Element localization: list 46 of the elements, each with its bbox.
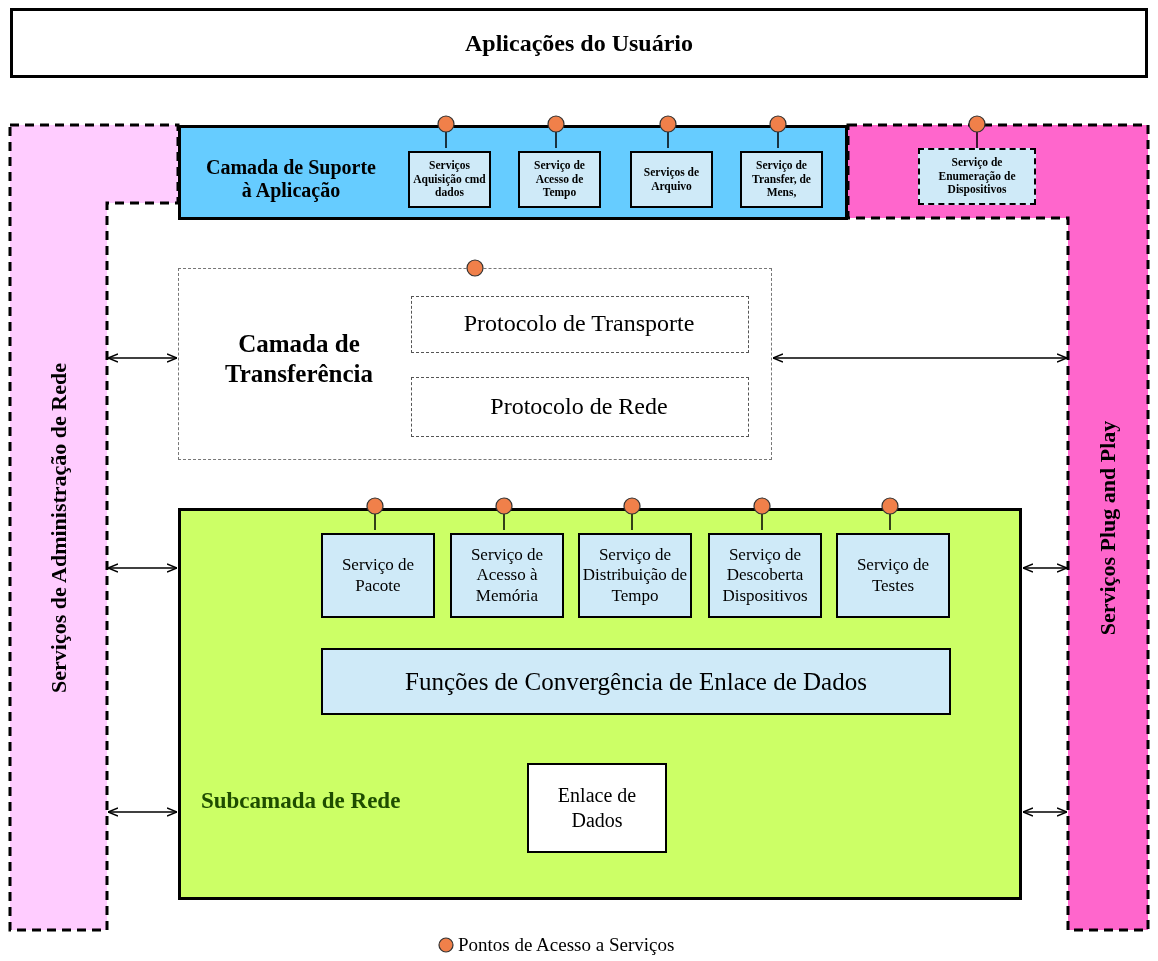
service-label: Serviços de Arquivo bbox=[642, 165, 701, 194]
double-arrow bbox=[1022, 563, 1068, 573]
band-title: Serviços Plug and Play bbox=[1095, 420, 1121, 635]
layer-title: Subcamada de Rede bbox=[201, 788, 401, 814]
service-box bbox=[708, 533, 822, 618]
service-box bbox=[321, 533, 435, 618]
protocol-box bbox=[411, 296, 749, 353]
double-arrow bbox=[772, 353, 1068, 363]
protocol-box bbox=[411, 377, 749, 437]
layer-title: Aplicações do Usuário bbox=[465, 29, 693, 57]
link-label: Enlace de Dados bbox=[556, 783, 638, 833]
double-arrow bbox=[107, 353, 178, 363]
service-box bbox=[578, 533, 692, 618]
service-label: Serviço de Descoberta Dispositivos bbox=[721, 544, 809, 607]
service-label: Serviço de Distribuição de Tempo bbox=[581, 544, 689, 607]
service-box bbox=[918, 148, 1036, 205]
function-label: Funções de Convergência de Enlace de Dados bbox=[405, 667, 867, 696]
service-label: Serviço de Acesso à Memória bbox=[469, 544, 545, 607]
service-box bbox=[408, 151, 491, 208]
service-label: Serviço de Acesso de Tempo bbox=[533, 158, 586, 201]
service-label: Serviço de Transfer, de Mens, bbox=[751, 158, 812, 201]
double-arrow bbox=[1022, 807, 1068, 817]
service-box bbox=[518, 151, 601, 208]
function-box bbox=[321, 648, 951, 715]
double-arrow bbox=[107, 807, 178, 817]
layer-title: Camada de Transferência bbox=[223, 329, 375, 389]
service-label: Serviços Aquisição cmd dados bbox=[412, 158, 487, 201]
service-box bbox=[630, 151, 713, 208]
layer-box bbox=[10, 8, 1148, 78]
layer-box bbox=[178, 125, 848, 220]
service-box bbox=[450, 533, 564, 618]
layer-box bbox=[178, 268, 772, 460]
layer-box bbox=[178, 508, 1022, 900]
service-label: Serviço de Testes bbox=[855, 555, 931, 596]
legend-label: Pontos de Acesso a Serviços bbox=[458, 934, 675, 956]
layer-title: Camada de Suporte à Aplicação bbox=[205, 156, 377, 202]
band-title: Serviços de Administração de Rede bbox=[45, 362, 72, 693]
service-label: Serviço de Enumeração de Dispositivos bbox=[937, 155, 1017, 198]
link-box bbox=[527, 763, 667, 853]
service-box bbox=[836, 533, 950, 618]
service-box bbox=[740, 151, 823, 208]
protocol-label: Protocolo de Transporte bbox=[463, 310, 695, 337]
protocol-label: Protocolo de Rede bbox=[490, 392, 668, 420]
double-arrow bbox=[107, 563, 178, 573]
service-band bbox=[10, 125, 178, 930]
service-label: Serviço de Pacote bbox=[340, 555, 416, 596]
